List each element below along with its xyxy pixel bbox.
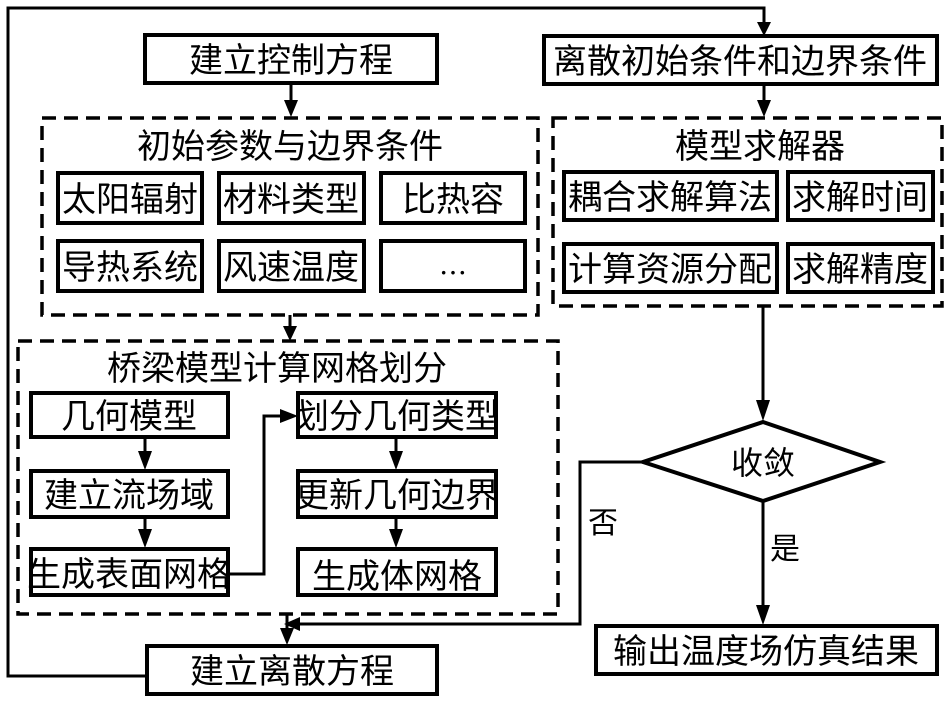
- mesh-step-box: [296, 547, 498, 597]
- mesh-step-box: [29, 469, 230, 519]
- mesh-step-label: 建立流场域: [44, 476, 214, 516]
- solver-label: 求解时间: [792, 178, 928, 218]
- param-box: [379, 171, 527, 225]
- arrow-head: [138, 529, 152, 548]
- mesh-group-title: 桥梁模型计算网格划分: [107, 349, 447, 389]
- control-equation-label: 建立控制方程: [189, 41, 393, 81]
- solver-group: [551, 116, 944, 308]
- mesh-step-label: 几何模型: [61, 397, 197, 437]
- solver-box: [786, 242, 935, 294]
- param-label: …: [439, 248, 467, 281]
- param-label: 太阳辐射: [62, 180, 198, 220]
- arrow-head: [138, 451, 152, 470]
- params-group: [40, 116, 540, 317]
- discrete-equation-box: [145, 644, 439, 696]
- param-label: 材料类型: [223, 180, 359, 220]
- param-box: [379, 239, 527, 293]
- mesh-step-box: [296, 469, 498, 519]
- solver-label: 求解精度: [792, 250, 928, 290]
- params-group-title: 初始参数与边界条件: [137, 127, 443, 167]
- mesh-step-box: [296, 391, 498, 439]
- param-box: [217, 239, 366, 293]
- param-label: 导热系统: [62, 248, 198, 288]
- arrow-head: [280, 409, 298, 423]
- arrow-head: [283, 326, 297, 341]
- discrete-conditions-label: 离散初始条件和边界条件: [553, 42, 927, 82]
- mesh-step-label: 生成表面网格: [27, 555, 231, 595]
- yes-label: 是: [770, 532, 800, 567]
- solver-box: [562, 242, 779, 294]
- param-box: [56, 171, 204, 225]
- output-label: 输出温度场仿真结果: [613, 632, 919, 672]
- solver-box: [786, 170, 935, 222]
- loop-connector: [6, 6, 766, 678]
- arrow-head: [757, 100, 771, 117]
- arrow-head: [284, 100, 298, 117]
- solver-box: [562, 170, 779, 222]
- solver-label: 计算资源分配: [568, 250, 772, 290]
- param-label: 比热容: [402, 180, 504, 220]
- discrete-conditions-box: [542, 34, 939, 86]
- param-label: 风速温度: [223, 248, 359, 288]
- mesh-step-label: 划分几何类型: [295, 397, 499, 437]
- no-label: 否: [588, 506, 618, 541]
- mesh-step-box: [29, 391, 230, 439]
- param-box: [217, 171, 366, 225]
- solver-group-title: 模型求解器: [675, 127, 845, 167]
- mesh-step-label: 生成体网格: [312, 557, 482, 597]
- mesh-step-label: 更新几何边界: [295, 476, 499, 516]
- arrow-head: [389, 529, 403, 548]
- arrow-head: [389, 451, 403, 470]
- mesh-step-box: [29, 547, 230, 597]
- decision-label: 收敛: [731, 444, 795, 482]
- arrow-head: [280, 628, 294, 645]
- output-box: [594, 624, 939, 676]
- no-branch-connector: [300, 460, 643, 626]
- solver-label: 耦合求解算法: [568, 178, 772, 218]
- discrete-equation-label: 建立离散方程: [190, 652, 394, 692]
- arrow-head: [756, 400, 770, 421]
- param-box: [56, 239, 204, 293]
- arrow-head: [284, 617, 300, 631]
- connector: [228, 414, 285, 576]
- arrow-head: [756, 605, 770, 625]
- arrow-head: [757, 22, 771, 36]
